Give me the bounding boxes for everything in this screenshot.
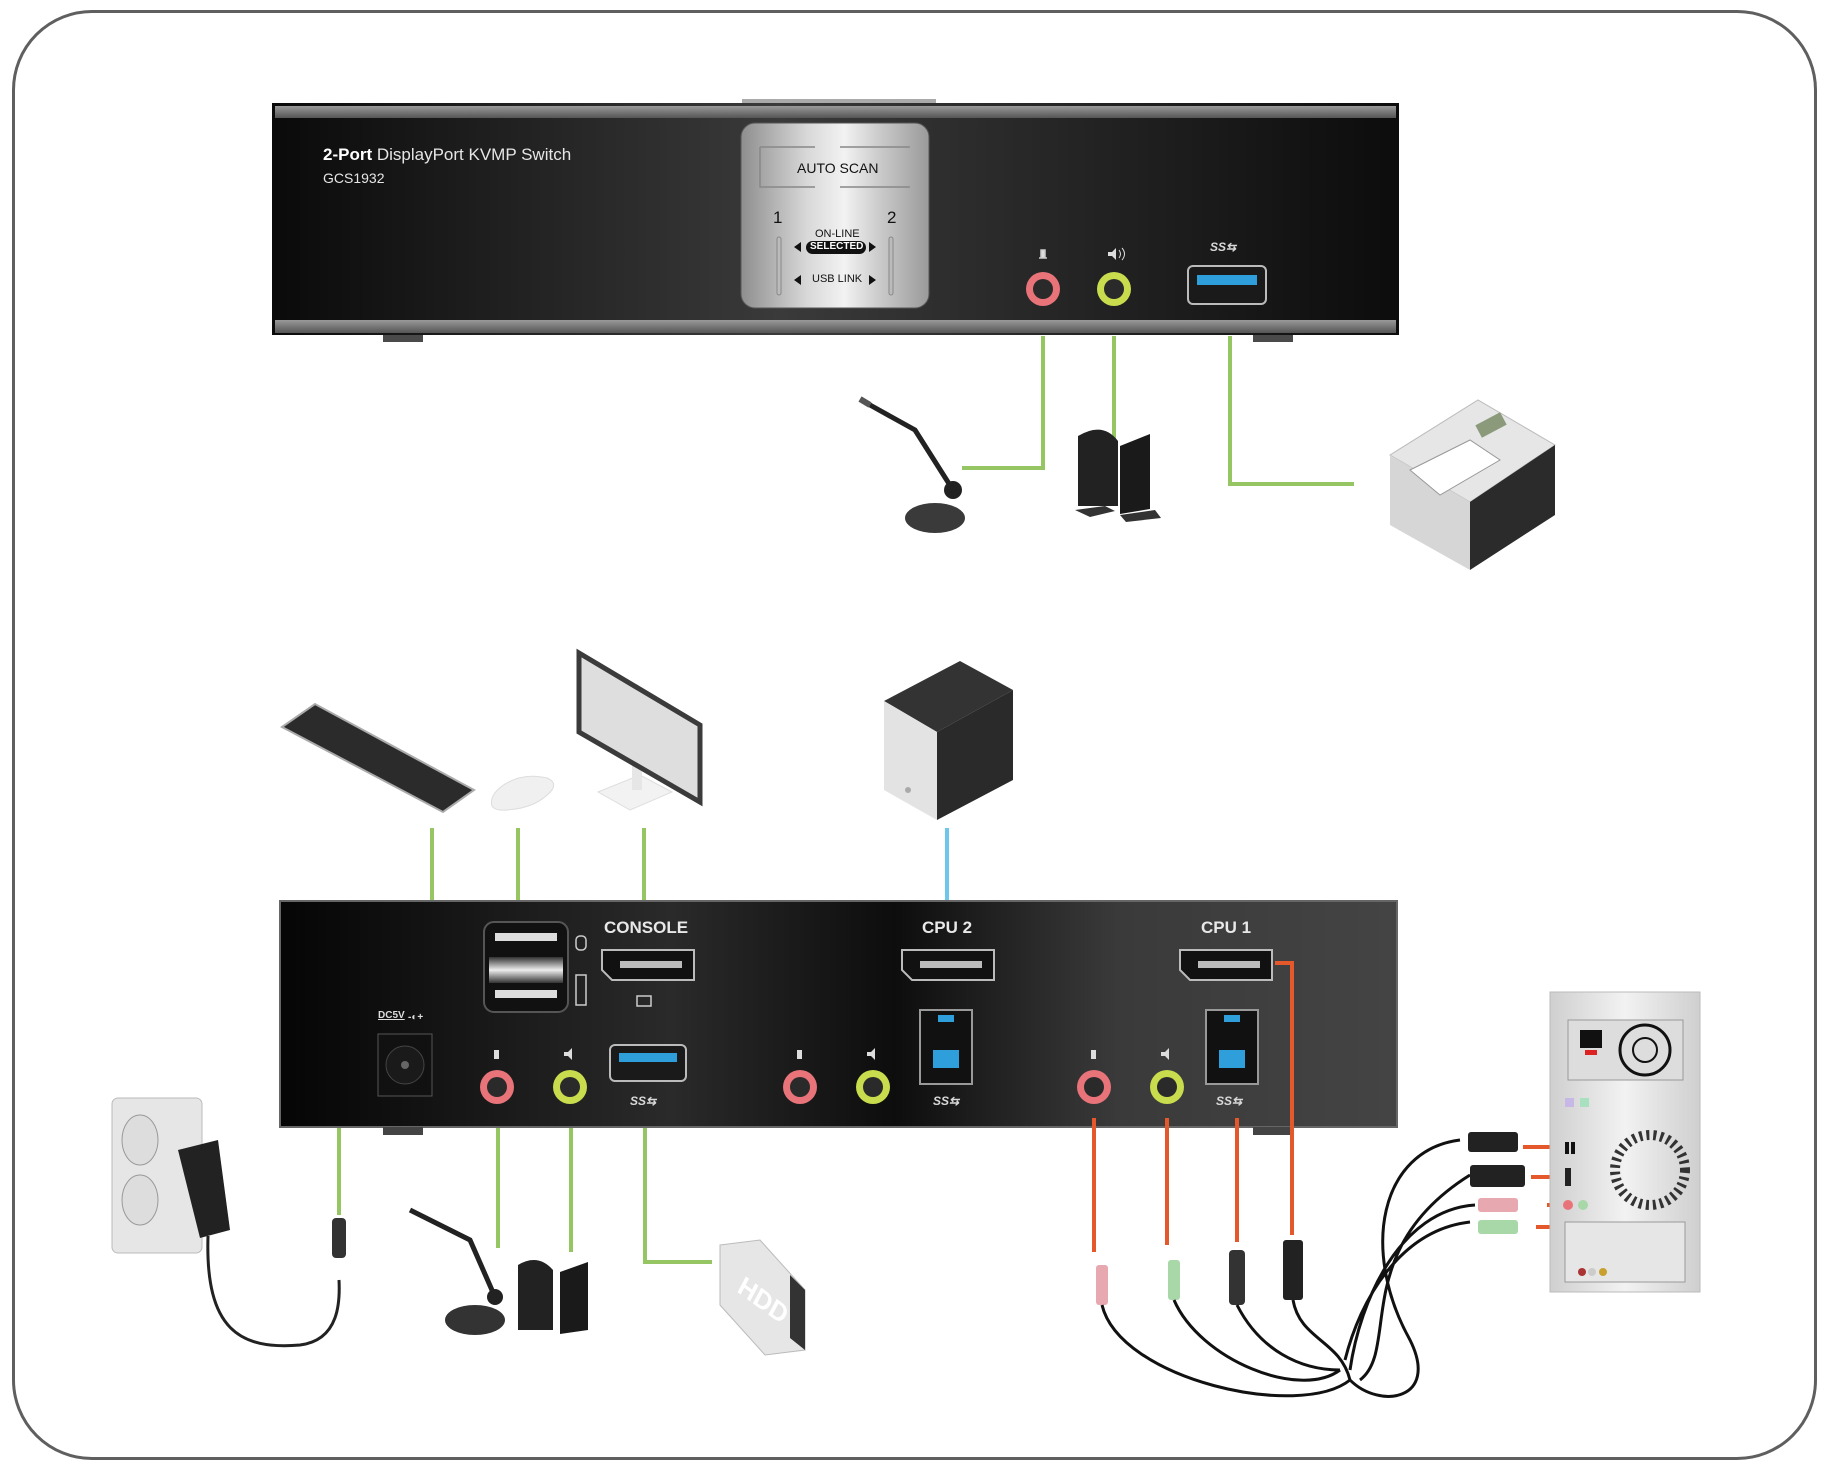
dp-plug <box>1283 1240 1303 1300</box>
console-cables <box>337 828 712 1264</box>
front-microphone <box>858 396 965 533</box>
port2-button[interactable]: 2 <box>887 208 897 227</box>
auto-scan-button[interactable]: AUTO SCAN <box>797 160 879 176</box>
front-usb-cable <box>1228 336 1354 486</box>
port1-button[interactable]: 1 <box>773 208 783 227</box>
cpu2-computer-tower <box>884 661 1013 820</box>
console-label: CONSOLE <box>604 918 689 937</box>
console-displayport <box>601 949 695 981</box>
console-speaker-jack <box>553 1070 587 1104</box>
front-foot-left <box>383 335 423 342</box>
cpu1-cable-bundle <box>1096 1132 1525 1398</box>
auto-scan-panel <box>740 122 930 309</box>
online-label: ON-LINE <box>815 228 860 240</box>
front-foot-right <box>1253 335 1293 342</box>
printer <box>1389 399 1556 570</box>
console-mic-jack <box>480 1070 514 1104</box>
speaker-icon <box>1108 248 1116 260</box>
vent-grille <box>1610 1130 1690 1210</box>
cpu1-dp-cable <box>1275 961 1294 1235</box>
external-hdd <box>719 1239 806 1356</box>
front-speaker-jack <box>1097 247 1131 306</box>
port2-led <box>888 236 894 296</box>
front-usb3-port <box>1187 265 1267 305</box>
power-plug <box>332 1218 346 1258</box>
cpu2-displayport <box>901 949 995 981</box>
pc-speaker-plug <box>1478 1220 1518 1234</box>
front-top-rail <box>275 106 1396 118</box>
pc-mic-plug <box>1478 1198 1518 1212</box>
cpu1-mic-jack <box>1077 1070 1111 1104</box>
cpu1-label: CPU 1 <box>1201 918 1252 937</box>
auto-scan-button-outline <box>759 146 910 188</box>
wall-outlet <box>111 1097 203 1254</box>
rear-audio-icons <box>494 1048 1169 1060</box>
polarity-symbol: -◐+ <box>408 1012 424 1023</box>
front-panel <box>272 99 1399 342</box>
cpu1-computer-rear <box>1549 991 1701 1293</box>
front-top-tab <box>742 99 936 104</box>
cpu2-usb-logo: SS⇆ <box>933 1094 960 1108</box>
cpu2-usb3-b-port <box>919 1009 973 1085</box>
diagram-frame <box>12 10 1817 1460</box>
fan-icon <box>1618 1023 1672 1077</box>
rear-panel <box>279 900 1398 1135</box>
mouse <box>491 775 555 811</box>
cpu2-speaker-jack <box>856 1070 890 1104</box>
mouse-port-icon <box>575 935 587 951</box>
front-cables <box>962 336 1354 486</box>
speaker-plug <box>1168 1260 1180 1300</box>
selected-label: SELECTED <box>810 241 864 252</box>
monitor-icon <box>636 995 652 1007</box>
product-model: GCS1932 <box>323 170 385 186</box>
cpu2-mic-jack <box>783 1070 817 1104</box>
pc-dp-plug <box>1470 1165 1525 1187</box>
power-adapter <box>178 1140 346 1348</box>
front-mic-jack <box>1026 249 1060 306</box>
console-usb-kbm-ports <box>483 921 569 1013</box>
cpu1-displayport <box>1179 949 1273 981</box>
front-mic-cable <box>962 336 1045 470</box>
selected-pill <box>806 241 866 254</box>
usb-b-plug <box>1229 1250 1245 1305</box>
mic-icon <box>1039 249 1047 259</box>
console-usb-cable <box>643 1118 712 1264</box>
cpu1-speaker-jack <box>1150 1070 1184 1104</box>
product-title: 2-Port DisplayPort KVMP Switch <box>323 145 572 164</box>
pc-usb-plug <box>1468 1132 1518 1152</box>
front-speakers <box>1075 429 1161 522</box>
console-speakers <box>518 1260 588 1334</box>
cpu1-usb3-b-port <box>1205 1009 1259 1085</box>
front-usb-logo: SS⇆ <box>1210 240 1237 254</box>
dc-power-jack <box>377 1033 433 1097</box>
console-microphone <box>408 1207 505 1335</box>
port1-led <box>776 236 782 296</box>
monitor <box>576 648 703 811</box>
keyboard-port-icon <box>575 974 587 1006</box>
front-bottom-rail <box>275 320 1396 333</box>
cpu1-usb-logo: SS⇆ <box>1216 1094 1243 1108</box>
mic-plug <box>1096 1265 1108 1305</box>
dc5v-label: DC5V <box>378 1010 405 1021</box>
console-usb3-port <box>609 1044 687 1082</box>
keyboard <box>280 702 476 814</box>
usb-link-label: USB LINK <box>812 273 863 285</box>
cpu2-label: CPU 2 <box>922 918 973 937</box>
console-usb-logo: SS⇆ <box>630 1094 657 1108</box>
